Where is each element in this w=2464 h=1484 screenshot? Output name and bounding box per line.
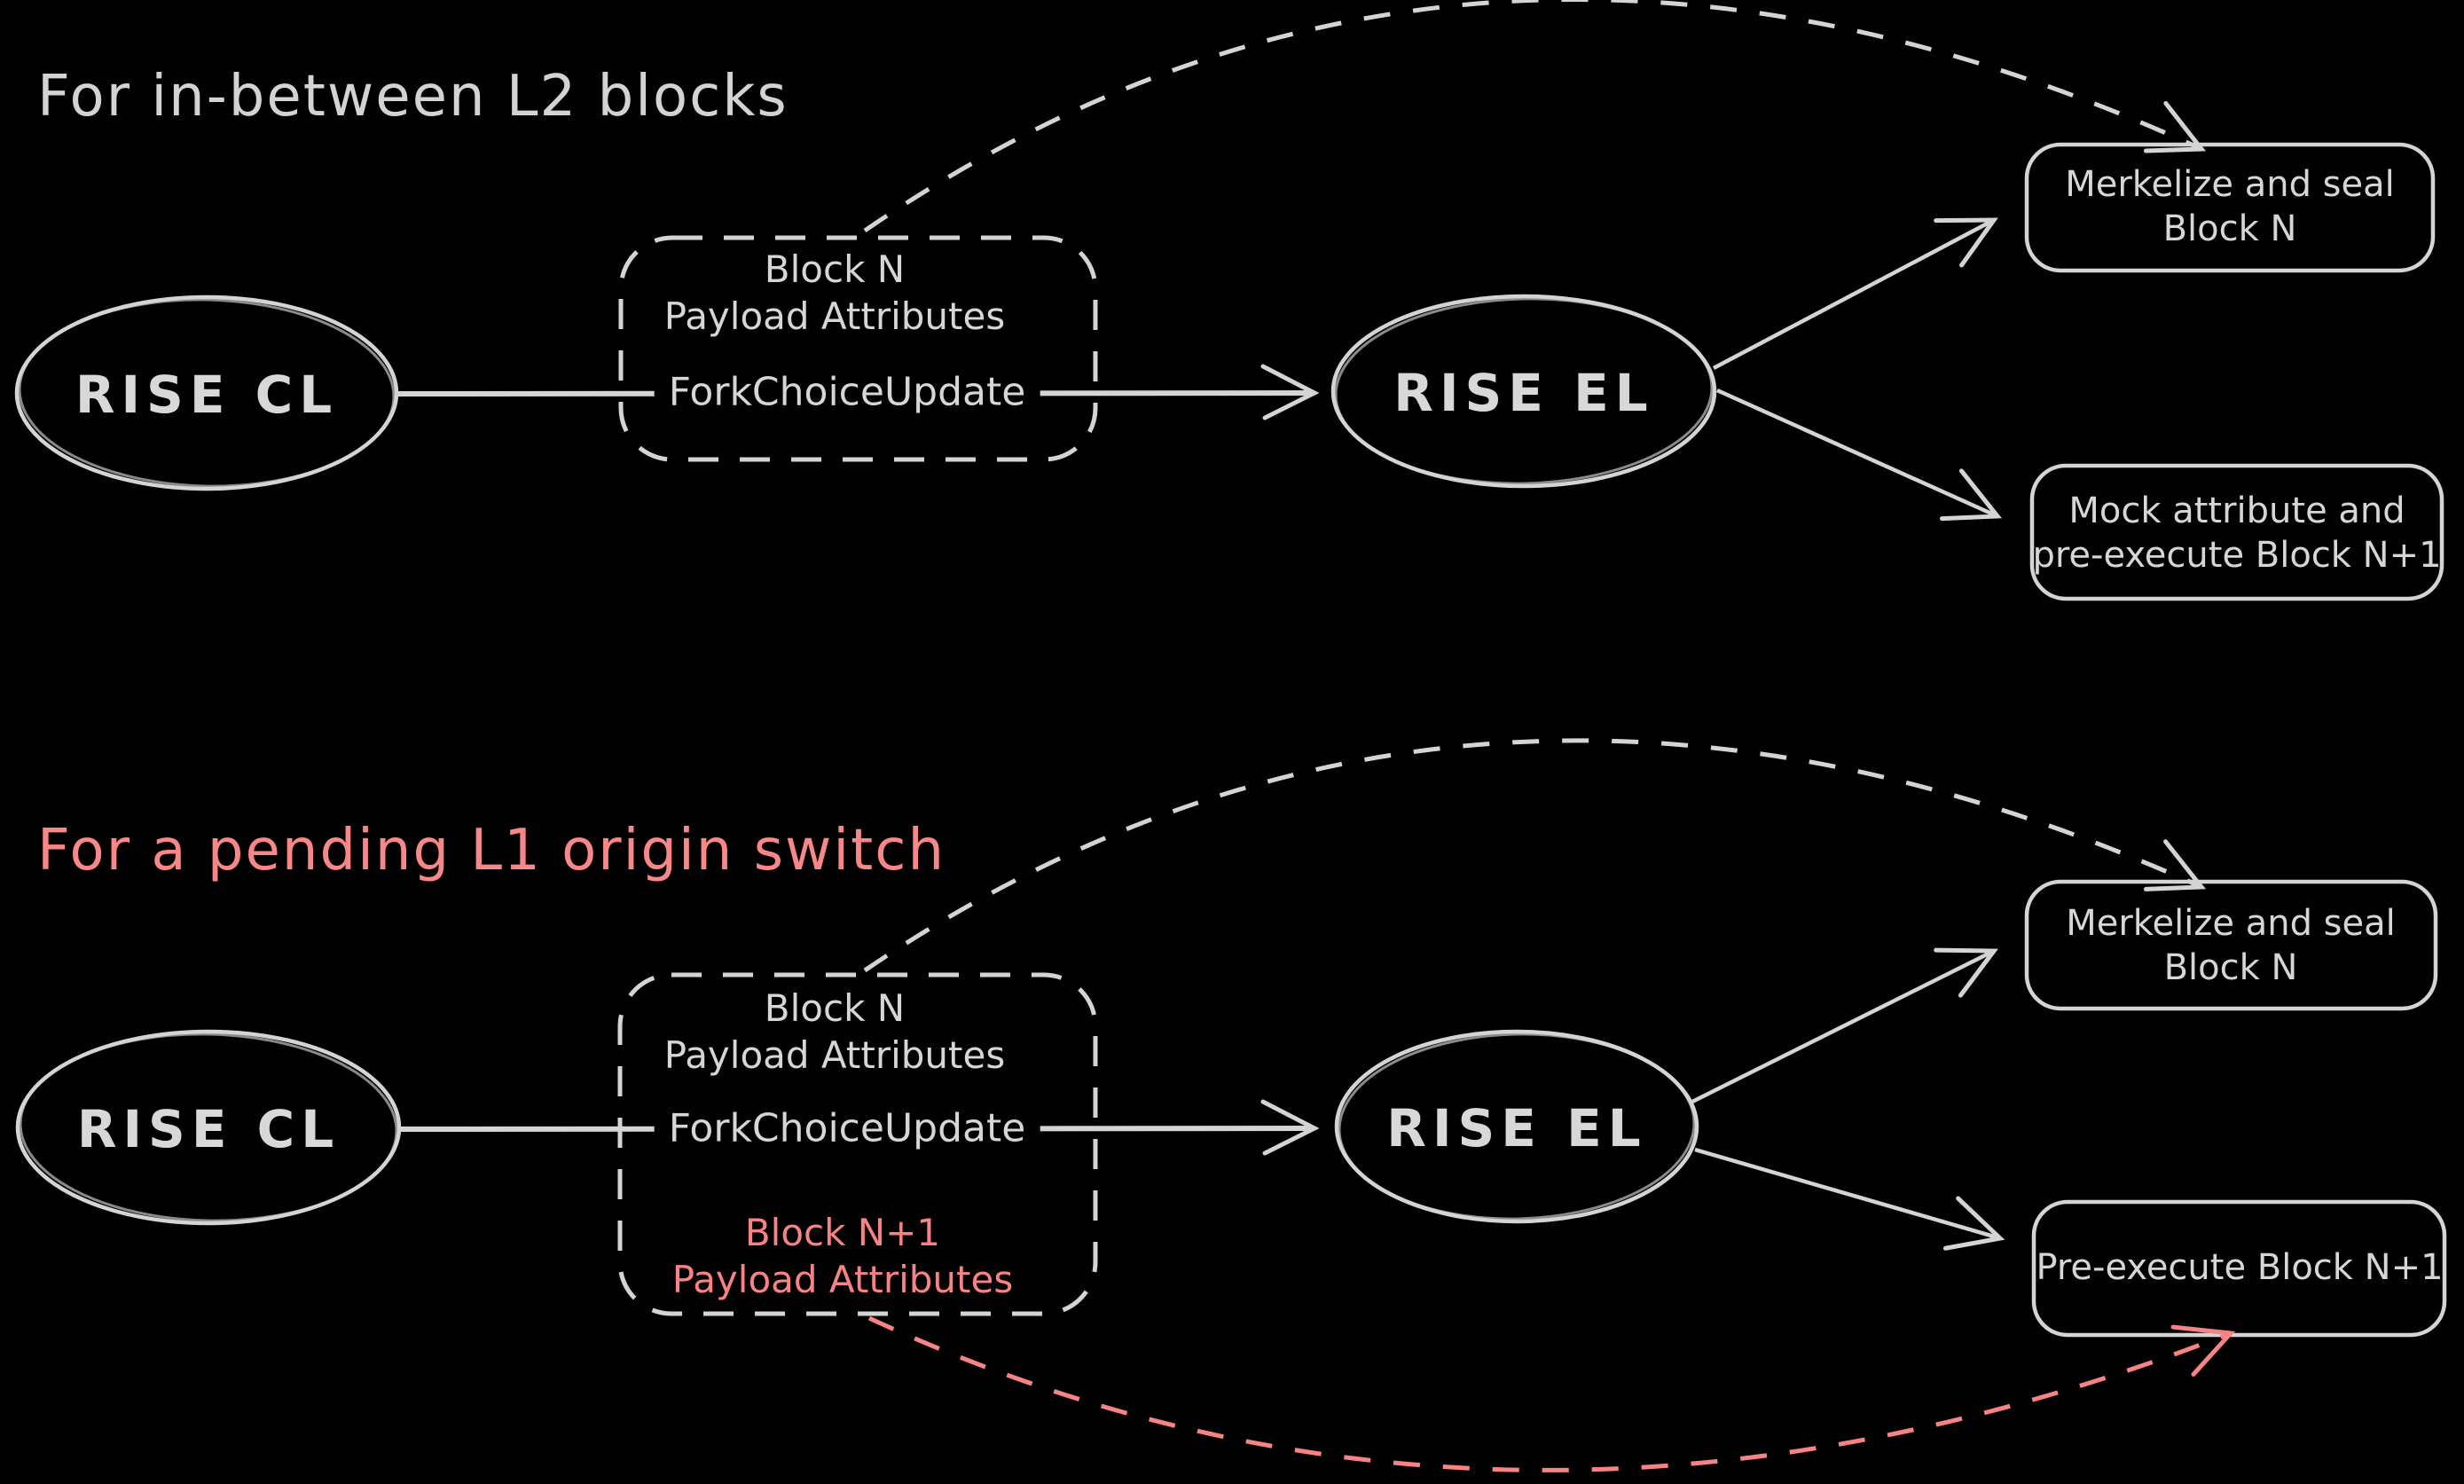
rise-el-label-bottom: RISE EL bbox=[1386, 1098, 1647, 1158]
payload-to-merkelize-curve-bottom bbox=[863, 738, 2207, 973]
rise-cl-ellipse-top-sketch bbox=[18, 298, 396, 488]
payload-box-line4-bottom: Payload Attributes bbox=[671, 1258, 1014, 1301]
merkelize-line2-top: Block N bbox=[2162, 208, 2297, 249]
merkelize-box-bottom bbox=[2024, 879, 2438, 1011]
payload-box-text-top: Block N Payload Attributes bbox=[664, 246, 1005, 340]
rise-cl-ellipse-bottom-sketch bbox=[19, 1033, 398, 1222]
el-to-preexecute-arrow-bottom bbox=[1694, 1147, 2005, 1251]
el-to-mock-arrow-top bbox=[1716, 388, 2003, 522]
rise-cl-label-bottom: RISE CL bbox=[76, 1099, 341, 1159]
payload-box-line1-top: Block N bbox=[764, 247, 906, 291]
rise-el-ellipse-top bbox=[1330, 294, 1717, 489]
rise-el-ellipse-top-sketch bbox=[1334, 297, 1714, 485]
payload-box-line3-bottom: Block N+1 bbox=[744, 1211, 941, 1254]
mock-box-text-top: Mock attribute and pre-execute Block N+1 bbox=[2032, 489, 2441, 577]
mock-line2-top: pre-execute Block N+1 bbox=[2032, 535, 2442, 576]
merkelize-box-text-top: Merkelize and seal Block N bbox=[2065, 162, 2395, 251]
rise-cl-label-top: RISE CL bbox=[75, 365, 339, 425]
payload-box-red-text-bottom: Block N+1 Payload Attributes bbox=[672, 1209, 1013, 1303]
payload-box-line2-top: Payload Attributes bbox=[663, 294, 1006, 338]
payload-box-line2-bottom: Payload Attributes bbox=[663, 1033, 1006, 1077]
rise-cl-ellipse-top bbox=[14, 294, 399, 491]
mock-line1-top: Mock attribute and bbox=[2068, 491, 2405, 531]
merkelize-line1-bottom: Merkelize and seal bbox=[2066, 903, 2396, 944]
mock-attribute-box-top bbox=[2029, 463, 2444, 601]
preexecute-box-text-bottom: Pre-execute Block N+1 bbox=[2036, 1247, 2444, 1288]
section-title-bottom: For a pending L1 origin switch bbox=[37, 818, 946, 883]
payload-attributes-box-top bbox=[618, 235, 1098, 462]
rise-el-ellipse-bottom bbox=[1334, 1029, 1699, 1224]
rise-cl-ellipse-bottom bbox=[15, 1029, 402, 1226]
rise-el-ellipse-bottom-sketch bbox=[1338, 1033, 1696, 1221]
payload-n1-to-preexecute-curve bbox=[867, 1315, 2236, 1472]
el-to-merkelize-arrow-bottom bbox=[1689, 947, 1998, 1105]
forkchoiceupdate-label-bottom: ForkChoiceUpdate bbox=[654, 1103, 1040, 1153]
payload-attributes-box-bottom bbox=[617, 972, 1098, 1316]
merkelize-box-text-bottom: Merkelize and seal Block N bbox=[2066, 901, 2396, 990]
merkelize-line1-top: Merkelize and seal bbox=[2065, 164, 2395, 205]
section-title-top: For in-between L2 blocks bbox=[37, 64, 789, 130]
rise-el-label-top: RISE EL bbox=[1393, 363, 1654, 423]
payload-to-merkelize-curve-top bbox=[863, 0, 2206, 233]
payload-box-line1-bottom: Block N bbox=[764, 986, 906, 1030]
el-to-merkelize-arrow-top bbox=[1712, 217, 1998, 370]
merkelize-box-top bbox=[2024, 142, 2436, 273]
payload-box-white-text-bottom: Block N Payload Attributes bbox=[664, 985, 1005, 1079]
forkchoiceupdate-label-top: ForkChoiceUpdate bbox=[654, 367, 1040, 417]
preexecute-box-bottom bbox=[2031, 1199, 2447, 1338]
merkelize-line2-bottom: Block N bbox=[2163, 947, 2298, 988]
